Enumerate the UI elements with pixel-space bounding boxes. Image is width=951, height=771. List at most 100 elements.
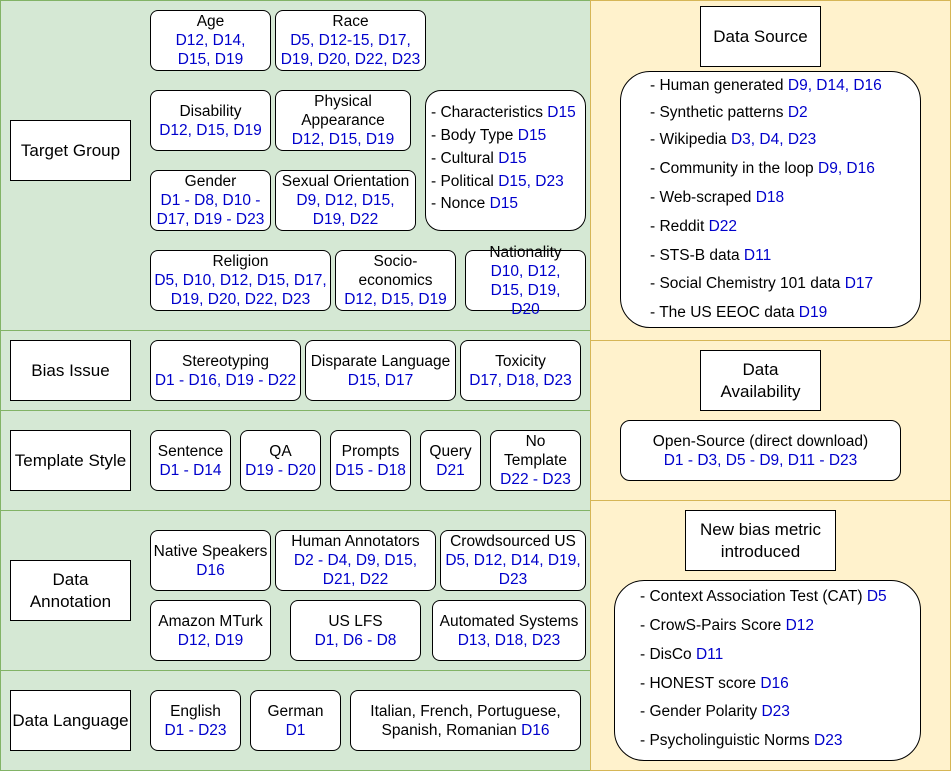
- list-item: - Characteristics D15: [431, 104, 576, 121]
- box-codes: D1 - D8, D10 - D17, D19 - D23: [156, 192, 265, 228]
- list-item: - Context Association Test (CAT) D5: [640, 588, 887, 605]
- box-title: Italian, French, Portuguese, Spanish, Ro…: [370, 702, 561, 739]
- box-title: Automated Systems: [439, 612, 579, 630]
- data-availability-box: Open-Source (direct download) D1 - D3, D…: [620, 420, 901, 481]
- box-title: Physical Appearance: [301, 93, 385, 129]
- bias-metric-label: New bias metric introduced: [685, 510, 836, 571]
- list-item: - STS-B data D11: [650, 247, 772, 264]
- box-title: QA: [269, 442, 292, 460]
- list-item: - Wikipedia D3, D4, D23: [650, 131, 817, 148]
- box-codes: D12, D19: [177, 631, 244, 649]
- box-codes: D1 - D3, D5 - D9, D11 - D23: [663, 451, 858, 469]
- template-style-label: Template Style: [10, 430, 131, 491]
- list-item: - The US EEOC data D19: [650, 304, 828, 321]
- box-title: Native Speakers: [153, 542, 268, 560]
- language-german-box: German D1: [250, 690, 341, 751]
- target-religion-box: Religion D5, D10, D12, D15, D17, D19, D2…: [150, 250, 331, 311]
- target-age-box: Age D12, D14, D15, D19: [150, 10, 271, 71]
- box-title: Sentence: [157, 442, 224, 460]
- box-codes: D5, D10, D12, D15, D17, D19, D20, D22, D…: [154, 272, 327, 308]
- annotation-crowdsourced-us-box: Crowdsourced US D5, D12, D14, D19, D23: [440, 530, 586, 591]
- bias-toxicity-box: Toxicity D17, D18, D23: [460, 340, 581, 401]
- box-codes: D22 - D23: [500, 471, 571, 488]
- list-item: - Human generated D9, D14, D16: [650, 77, 882, 94]
- box-title: Religion: [212, 253, 269, 270]
- box-codes: D5, D12, D14, D19, D23: [445, 552, 581, 588]
- box-title: Stereotyping: [181, 352, 270, 370]
- box-title: Disability: [179, 102, 242, 120]
- template-query-box: Query D21: [420, 430, 481, 491]
- box-codes: D1 - D23: [164, 721, 227, 739]
- box-codes: D5, D12-15, D17, D19, D20, D22, D23: [280, 32, 421, 68]
- annotation-amazon-mturk-box: Amazon MTurk D12, D19: [150, 600, 271, 661]
- list-item: - Web-scraped D18: [650, 189, 785, 206]
- box-codes: D17, D18, D23: [469, 371, 572, 389]
- box-title: Query: [429, 442, 472, 460]
- box-title: Crowdsourced US: [450, 533, 576, 550]
- target-physical-appearance-box: Physical Appearance D12, D15, D19: [275, 90, 411, 151]
- data-source-list: - Human generated D9, D14, D16 - Synthet…: [620, 71, 921, 328]
- box-codes: D1: [285, 721, 306, 739]
- data-annotation-label: Data Annotation: [10, 560, 131, 621]
- box-codes: D10, D12, D15, D19, D20: [490, 262, 561, 318]
- list-item: - Synthetic patterns D2: [650, 104, 808, 121]
- language-english-box: English D1 - D23: [150, 690, 241, 751]
- list-item: - Body Type D15: [431, 127, 547, 144]
- list-item: - Community in the loop D9, D16: [650, 160, 875, 177]
- bias-metric-list: - Context Association Test (CAT) D5 - Cr…: [614, 580, 921, 761]
- box-codes: D1 - D16, D19 - D22: [154, 371, 297, 389]
- template-qa-box: QA D19 - D20: [240, 430, 321, 491]
- box-title: Open-Source (direct download): [652, 432, 869, 450]
- target-nationality-box: Nationality D10, D12, D15, D19, D20: [465, 244, 586, 318]
- box-codes: D2 - D4, D9, D15, D21, D22: [293, 552, 418, 588]
- box-codes: D1, D6 - D8: [314, 631, 397, 649]
- bias-issue-label: Bias Issue: [10, 340, 131, 401]
- template-sentence-box: Sentence D1 - D14: [150, 430, 231, 491]
- box-codes: D19 - D20: [245, 461, 316, 479]
- box-codes: D12, D15, D19: [291, 131, 395, 148]
- target-race-box: Race D5, D12-15, D17, D19, D20, D22, D23: [275, 10, 426, 71]
- annotation-human-annotators-box: Human Annotators D2 - D4, D9, D15, D21, …: [275, 530, 436, 591]
- box-title: Human Annotators: [291, 533, 420, 550]
- box-title: Toxicity: [495, 352, 546, 370]
- target-socioeconomics-box: Socio-economics D12, D15, D19: [335, 250, 456, 311]
- box-codes: D13, D18, D23: [457, 631, 561, 649]
- list-item: - Political D15, D23: [431, 173, 564, 190]
- list-item: - HONEST score D16: [640, 675, 789, 692]
- annotation-automated-systems-box: Automated Systems D13, D18, D23: [432, 600, 586, 661]
- data-source-label: Data Source: [700, 6, 821, 67]
- list-item: - Gender Polarity D23: [640, 703, 790, 720]
- box-codes: D1 - D14: [159, 461, 222, 479]
- target-other-list: - Characteristics D15 - Body Type D15 - …: [425, 90, 586, 231]
- target-group-label: Target Group: [10, 120, 131, 181]
- box-title: Gender: [184, 173, 237, 190]
- box-codes: D9, D12, D15, D19, D22: [296, 192, 395, 228]
- list-item: - CrowS-Pairs Score D12: [640, 617, 814, 634]
- box-title: Disparate Language: [310, 352, 451, 370]
- template-no-template-box: No Template D22 - D23: [490, 430, 581, 491]
- box-title: Race: [332, 13, 369, 30]
- box-title: Prompts: [341, 442, 400, 460]
- target-disability-box: Disability D12, D15, D19: [150, 90, 271, 151]
- bias-stereotyping-box: Stereotyping D1 - D16, D19 - D22: [150, 340, 301, 401]
- template-prompts-box: Prompts D15 - D18: [330, 430, 411, 491]
- box-title: German: [267, 702, 324, 720]
- data-availability-label: Data Availability: [700, 350, 821, 411]
- list-item: - DisCo D11: [640, 646, 724, 663]
- target-gender-box: Gender D1 - D8, D10 - D17, D19 - D23: [150, 170, 271, 231]
- list-item: - Psycholinguistic Norms D23: [640, 732, 843, 749]
- box-codes: D21: [436, 461, 465, 479]
- box-title: US LFS: [328, 612, 383, 630]
- list-item: - Cultural D15: [431, 150, 527, 167]
- box-title: English: [170, 702, 221, 720]
- bias-disparate-language-box: Disparate Language D15, D17: [305, 340, 456, 401]
- list-item: - Nonce D15: [431, 195, 519, 212]
- box-codes: D12, D14, D15, D19: [175, 32, 246, 68]
- box-title: Socio-economics: [358, 253, 433, 289]
- box-codes: D15, D17: [347, 371, 414, 389]
- list-item: - Reddit D22: [650, 218, 738, 235]
- box-codes: D12, D15, D19: [159, 121, 262, 139]
- data-language-label: Data Language: [10, 690, 131, 751]
- target-sexual-orientation-box: Sexual Orientation D9, D12, D15, D19, D2…: [275, 170, 416, 231]
- annotation-native-speakers-box: Native Speakers D16: [150, 530, 271, 591]
